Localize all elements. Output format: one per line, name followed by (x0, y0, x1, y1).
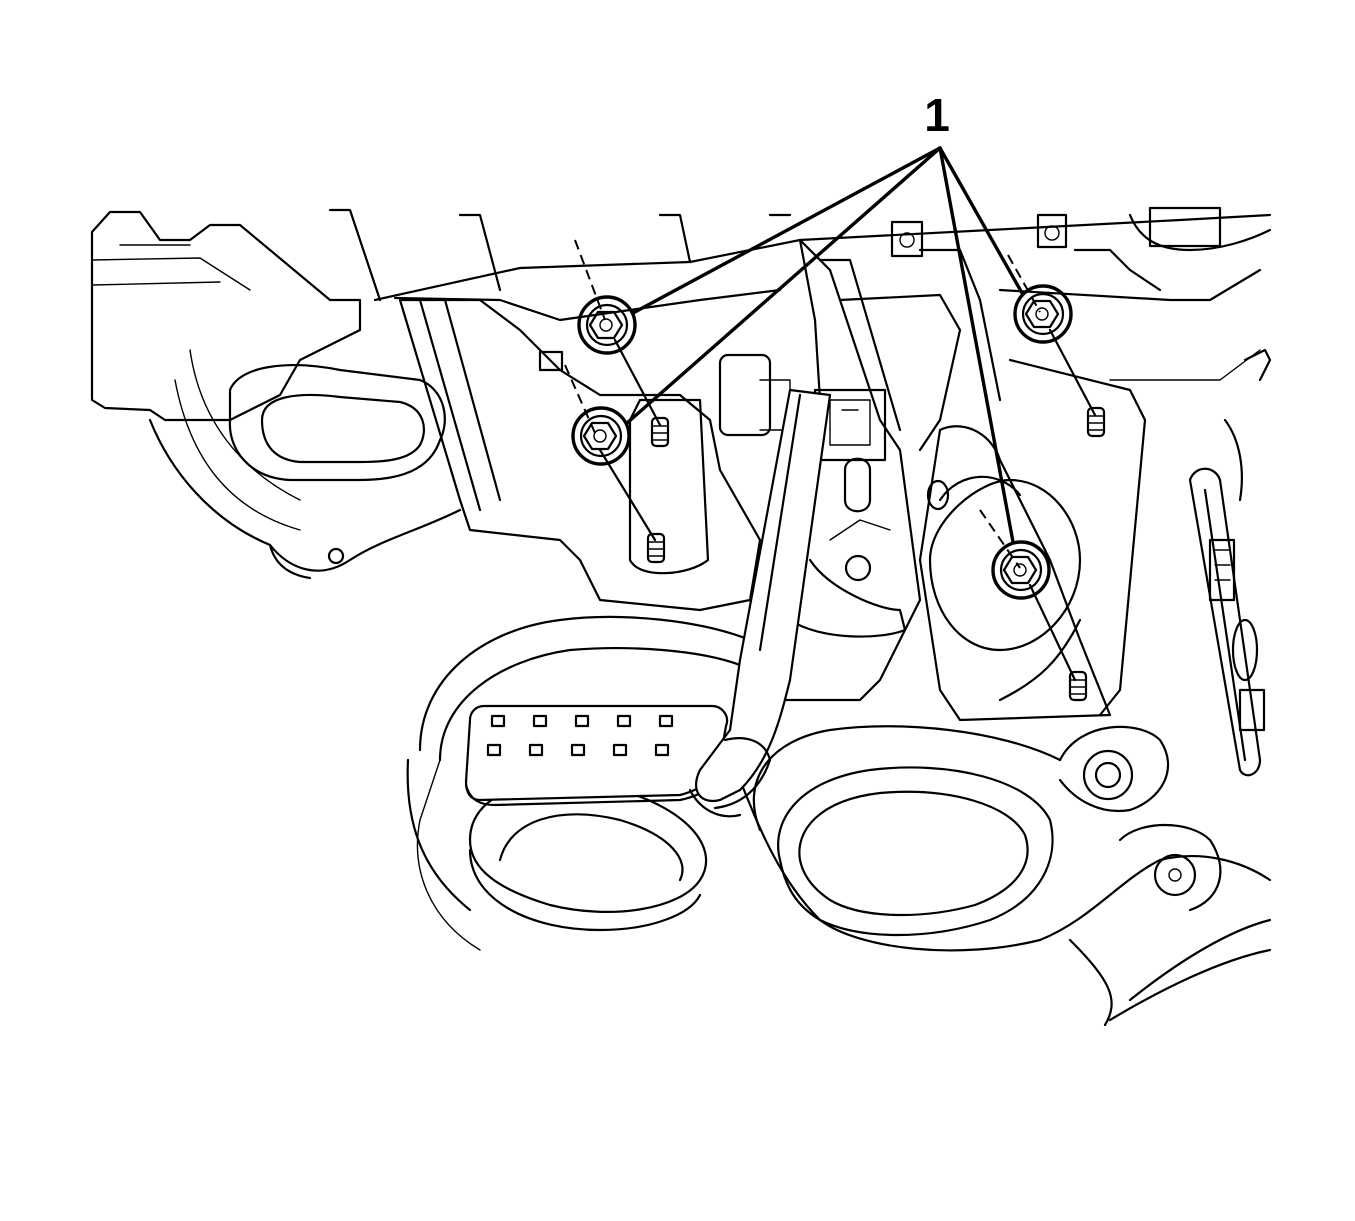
stud-ends (646, 406, 1106, 702)
pedal-pad-treads (486, 714, 674, 757)
right-side-panel (1188, 348, 1272, 777)
lower-housing (406, 615, 1272, 1027)
callout-1: 1 (625, 89, 1024, 544)
stud-end (1068, 670, 1088, 702)
nut-upper-left (577, 295, 637, 355)
pedal-tread (574, 714, 590, 728)
pedal-tread (616, 714, 632, 728)
callout-label: 1 (924, 89, 950, 141)
pedal-tread (486, 743, 502, 757)
left-housing (90, 210, 462, 580)
nut-upper-right (1013, 284, 1073, 344)
leader-line (631, 146, 942, 315)
pedal-tread (658, 714, 674, 728)
leader-line (625, 146, 942, 425)
pedal-arm (688, 388, 832, 818)
pedal-tread (612, 743, 628, 757)
leader-line (938, 146, 1024, 295)
pedal-tread (654, 743, 670, 757)
leader-line (938, 146, 1015, 544)
pedal-tread (490, 714, 506, 728)
left-mount-plate (398, 298, 762, 612)
stud-end (650, 416, 670, 448)
pedal-tread (570, 743, 586, 757)
stud-end (1086, 406, 1106, 438)
pedal-tread (528, 743, 544, 757)
pedal-bracket (718, 238, 1002, 702)
pedal-tread (532, 714, 548, 728)
nut-lower-right (991, 540, 1051, 600)
stud-end (646, 532, 666, 564)
nut-middle-left (571, 406, 631, 466)
